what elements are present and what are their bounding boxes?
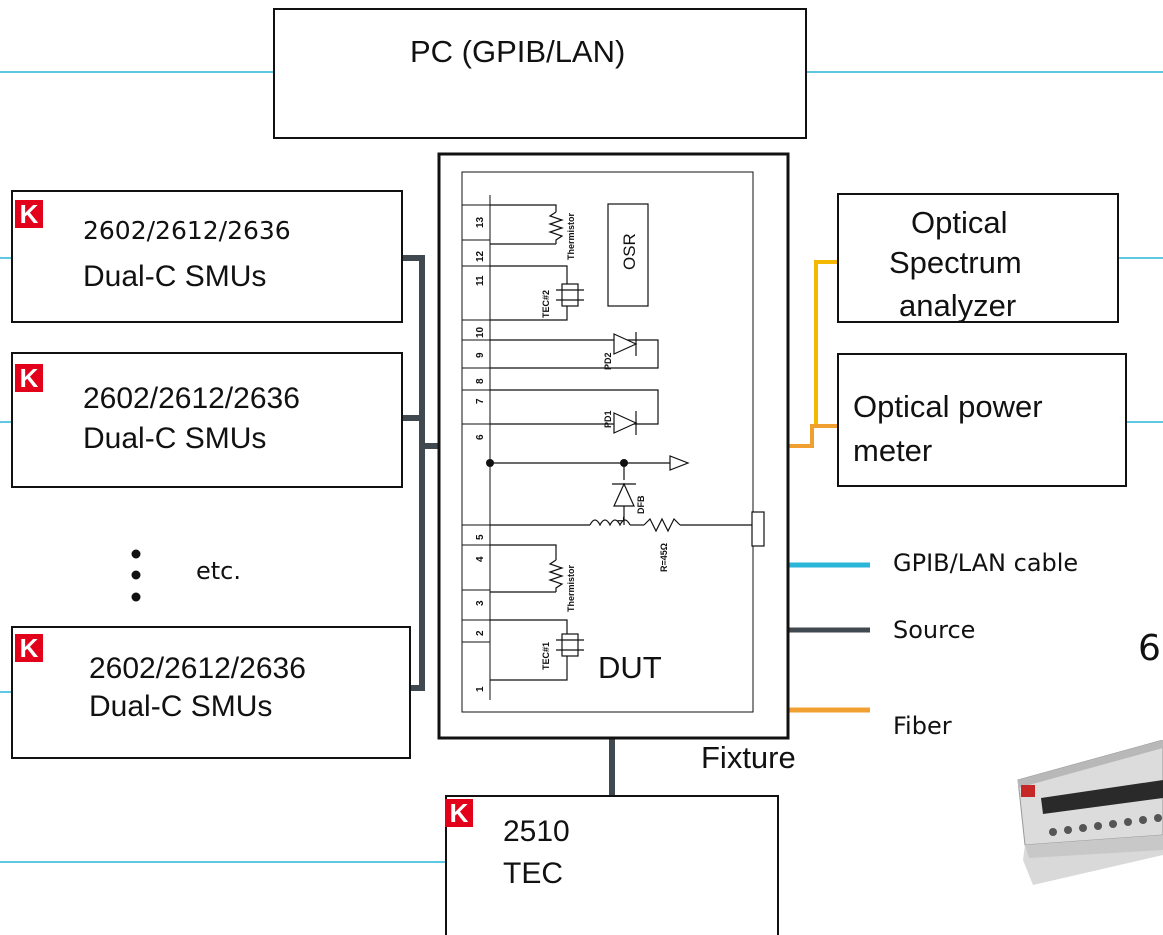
tec-box: K 2510 TEC (445, 795, 779, 935)
tec-name: TEC (503, 857, 563, 891)
pd1-label: PD1 (603, 410, 613, 428)
keithley-logo-icon: K (15, 634, 43, 662)
osr-label: OSR (620, 233, 640, 270)
etc-dot-3 (132, 593, 141, 602)
pin-label-10: 10 (475, 327, 486, 338)
smu-box-1: K 2602/2612/2636 Dual-C SMUs (11, 190, 403, 323)
tec-model: 2510 (503, 815, 570, 849)
etc-dot-1 (132, 550, 141, 559)
smu-box-2: K 2602/2612/2636 Dual-C SMUs (11, 352, 403, 488)
osa-box: Optical Spectrum analyzer (837, 193, 1119, 323)
tec2-label: TEC#2 (541, 290, 551, 318)
etc-label: etc. (196, 557, 241, 585)
pin-label-12: 12 (475, 251, 486, 262)
thermistor-top-label: Thermistor (566, 213, 576, 260)
pin-label-6: 6 (475, 434, 486, 440)
pin-label-1: 1 (475, 686, 486, 692)
fiber-osa (816, 262, 838, 426)
opm-line1: Optical power (853, 389, 1043, 425)
osa-line1: Optical (911, 205, 1007, 241)
etc-dot-2 (132, 571, 141, 580)
dfb-label: DFB (636, 496, 646, 515)
pin-label-4: 4 (475, 556, 486, 562)
smu-model: 2602/2612/2636 (89, 652, 306, 686)
osa-line3: analyzer (899, 288, 1016, 324)
pin-label-2: 2 (475, 630, 486, 636)
pin-label-5: 5 (475, 534, 486, 540)
legend-source-label: Source (893, 616, 975, 644)
keithley-logo-icon: K (445, 799, 473, 827)
source-cable-smu3 (410, 446, 422, 688)
opm-box: Optical power meter (837, 353, 1127, 487)
smu-name: Dual-C SMUs (83, 260, 266, 294)
tec1-label: TEC#1 (541, 642, 551, 670)
smu-model: 2602/2612/2636 (83, 216, 291, 245)
smu-name: Dual-C SMUs (89, 690, 272, 724)
smu-name: Dual-C SMUs (83, 422, 266, 456)
inductor-label: L (616, 517, 626, 523)
pin-label-3: 3 (475, 600, 486, 606)
smu-model: 2602/2612/2636 (83, 382, 300, 416)
thermistor-bottom-label: Thermistor (566, 565, 576, 612)
pin-label-13: 13 (475, 217, 486, 228)
fiber-opm (788, 426, 838, 446)
page-number: 6 (1138, 628, 1161, 669)
legend-fiber-label: Fiber (893, 712, 952, 740)
smu-box-3: K 2602/2612/2636 Dual-C SMUs (11, 626, 411, 759)
pin-label-8: 8 (475, 378, 486, 384)
legend-gpib-label: GPIB/LAN cable (893, 549, 1078, 577)
osa-line2: Spectrum (889, 245, 1022, 281)
keithley-logo-icon: K (15, 200, 43, 228)
keithley-logo-icon: K (15, 364, 43, 392)
pin-label-9: 9 (475, 352, 486, 358)
opm-line2: meter (853, 433, 932, 469)
dut-label: DUT (598, 650, 662, 686)
pin-label-7: 7 (475, 398, 486, 404)
fixture-label: Fixture (701, 740, 796, 776)
resistor-label: R=45Ω (659, 543, 669, 572)
pc-label: PC (GPIB/LAN) (410, 34, 625, 70)
pd2-label: PD2 (603, 352, 613, 370)
instrument-photo-icon (1013, 740, 1163, 890)
pc-box: PC (GPIB/LAN) (273, 8, 807, 139)
pin-label-11: 11 (475, 275, 486, 286)
